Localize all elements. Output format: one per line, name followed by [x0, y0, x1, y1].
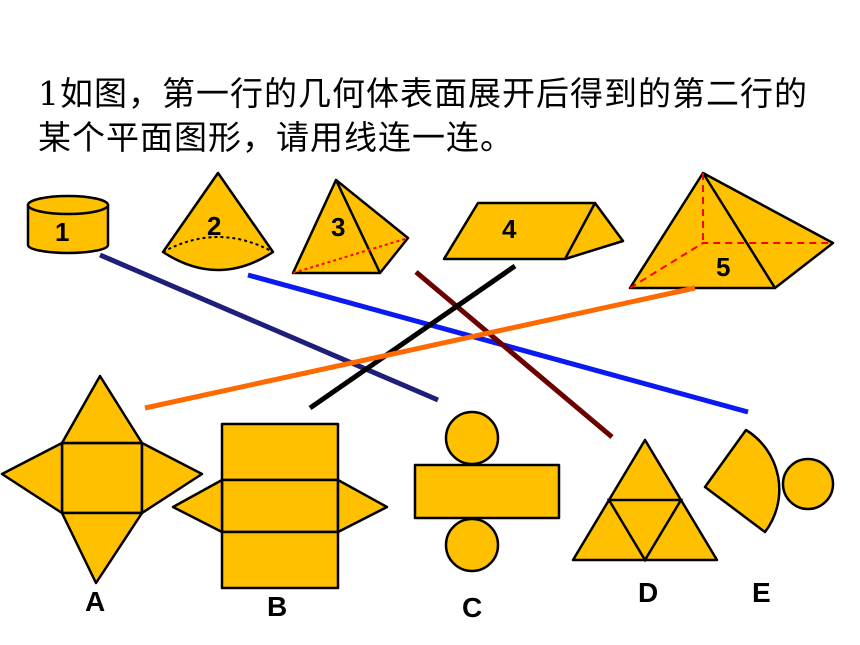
solid-square-pyramid: 5 — [628, 171, 835, 290]
net-label-D: D — [638, 577, 658, 608]
match-line-5-A — [144, 285, 696, 411]
solid-cone: 2 — [161, 171, 275, 272]
question-text: 1如图，第一行的几何体表面展开后得到的第二行的某个平面图形，请用线连一连。 — [38, 74, 808, 157]
solid-label-1: 1 — [55, 217, 69, 247]
net-square-pyramid: A — [0, 374, 204, 617]
net-triangular-pyramid: D — [571, 438, 719, 608]
net-cone: E — [703, 428, 835, 608]
net-label-C: C — [462, 592, 482, 623]
net-label-E: E — [752, 577, 771, 608]
net-label-B: B — [267, 591, 287, 622]
solid-label-5: 5 — [716, 252, 730, 282]
net-cylinder: C — [413, 410, 561, 623]
solid-label-2: 2 — [207, 211, 221, 241]
net-triangular-prism: B — [171, 422, 389, 622]
solid-cylinder: 1 — [26, 194, 110, 255]
match-line-4-B — [308, 263, 517, 411]
solid-triangular-pyramid: 3 — [291, 178, 410, 275]
match-line-1-C — [99, 252, 439, 403]
solid-label-4: 4 — [502, 214, 517, 244]
solid-triangular-prism: 4 — [442, 201, 625, 261]
solid-label-3: 3 — [331, 212, 345, 242]
match-line-3-D — [414, 270, 614, 439]
net-label-A: A — [85, 586, 105, 617]
